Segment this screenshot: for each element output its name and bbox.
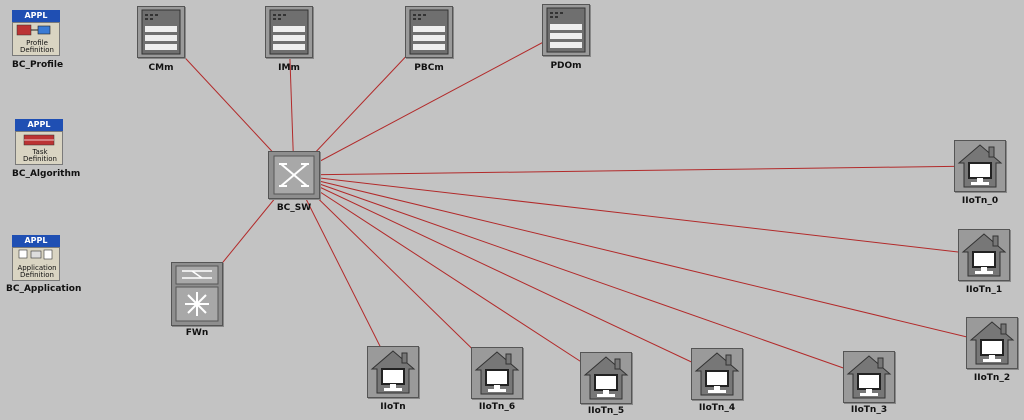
node-label: BC_Algorithm — [12, 169, 81, 179]
switch-node[interactable]: BC_SW — [268, 151, 320, 221]
link-switch-iiotn_4[interactable] — [293, 174, 718, 375]
iiot-node-0[interactable]: IIoTn_0 — [954, 140, 1006, 210]
node-label: BC_SW — [276, 203, 312, 213]
home-workstation-icon — [954, 140, 1006, 192]
appl-tag: APPL — [15, 119, 63, 131]
firewall-icon — [171, 262, 223, 326]
node-label: IIoTn_4 — [698, 403, 736, 413]
appl-tag: APPL — [12, 235, 60, 247]
server-node-cmm[interactable]: CMm — [137, 6, 185, 76]
server-node-pbcm[interactable]: PBCm — [405, 6, 453, 76]
node-label: IMm — [278, 63, 300, 73]
iiot-node-3[interactable]: IIoTn_3 — [843, 351, 895, 420]
caption-line2: Definition — [23, 155, 57, 163]
link-switch-iiotn_5[interactable] — [293, 174, 607, 379]
caption-line1: Task — [32, 148, 48, 156]
node-label: PBCm — [414, 63, 444, 73]
node-label: IIoTn — [380, 402, 406, 412]
node-label: IIoTn_5 — [587, 406, 625, 416]
home-workstation-icon — [958, 229, 1010, 281]
appl-tag: APPL — [12, 10, 60, 22]
server-node-pdom[interactable]: PDOm — [542, 4, 590, 74]
server-icon — [265, 6, 313, 58]
server-icon — [405, 6, 453, 58]
node-label: IIoTn_3 — [850, 405, 888, 415]
iiot-node-4[interactable]: IIoTn_4 — [691, 348, 743, 418]
node-label: IIoTn_0 — [961, 196, 999, 206]
iiot-node-5[interactable]: IIoTn_5 — [580, 352, 632, 420]
node-label: IIoTn_1 — [965, 285, 1003, 295]
link-switch-iiotn[interactable] — [293, 174, 394, 373]
iiot-node[interactable]: IIoTn — [367, 346, 419, 416]
link-switch-pdom[interactable] — [293, 29, 567, 176]
firewall-node[interactable]: FWn — [171, 262, 223, 340]
caption-line2: Definition — [20, 271, 54, 279]
home-workstation-icon — [843, 351, 895, 403]
caption-line1: Application — [17, 264, 57, 272]
iiot-node-2[interactable]: IIoTn_2 — [966, 317, 1018, 387]
iiot-node-1[interactable]: IIoTn_1 — [958, 229, 1010, 299]
home-workstation-icon — [966, 317, 1018, 369]
caption-line2: Definition — [20, 46, 54, 54]
server-icon — [137, 6, 185, 58]
home-workstation-icon — [580, 352, 632, 404]
link-switch-iiotn_6[interactable] — [293, 174, 498, 374]
switch-icon — [268, 151, 320, 199]
node-label: IIoTn_6 — [478, 402, 516, 412]
node-label: CMm — [148, 63, 174, 73]
home-workstation-icon — [367, 346, 419, 398]
node-label: IIoTn_2 — [973, 373, 1011, 383]
node-label: BC_Profile — [12, 60, 64, 70]
caption-line1: Profile — [26, 39, 48, 47]
server-icon — [542, 4, 590, 56]
server-node-imm[interactable]: IMm — [265, 6, 313, 76]
link-switch-iiotn_1[interactable] — [293, 174, 985, 256]
home-workstation-icon — [471, 347, 523, 399]
link-switch-iiotn_3[interactable] — [293, 174, 870, 378]
iiot-node-6[interactable]: IIoTn_6 — [471, 347, 523, 417]
link-switch-iiotn_0[interactable] — [293, 165, 981, 176]
node-label: PDOm — [550, 61, 582, 71]
node-label: BC_Application — [6, 284, 82, 294]
node-label: FWn — [185, 328, 209, 338]
home-workstation-icon — [691, 348, 743, 400]
link-switch-iiotn_2[interactable] — [293, 174, 993, 344]
